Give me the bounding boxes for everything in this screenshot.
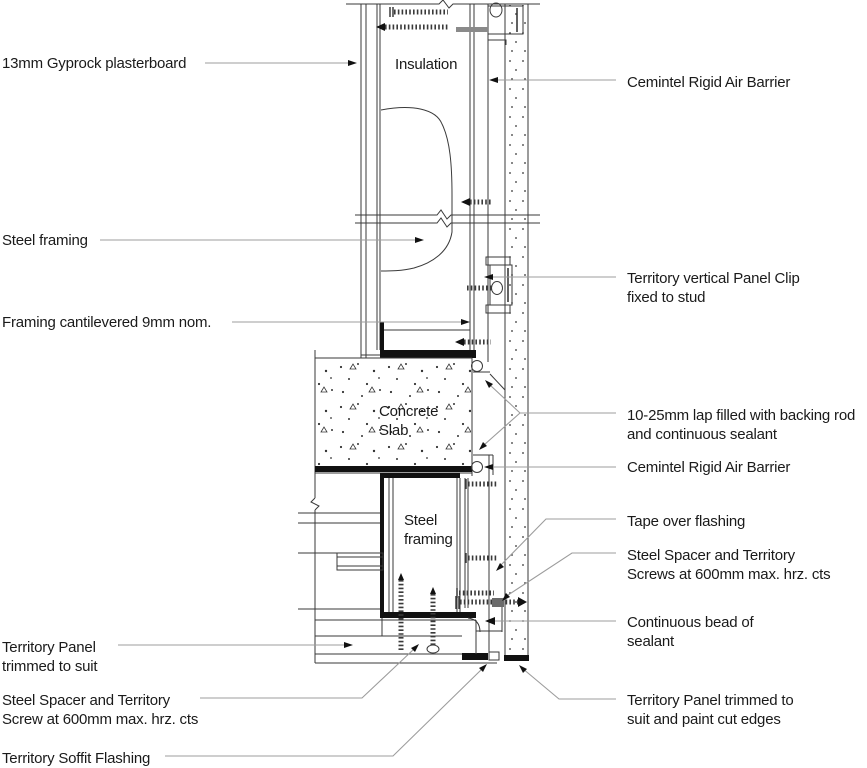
upper-wall-section xyxy=(346,0,540,362)
screw-icon xyxy=(456,588,494,598)
label-cemintel-air-barrier-upper: Cemintel Rigid Air Barrier xyxy=(627,74,791,91)
label-cemintel-air-barrier-lower: Cemintel Rigid Air Barrier xyxy=(627,459,791,476)
label-framing-cantilevered: Framing cantilevered 9mm nom. xyxy=(2,314,212,331)
label-territory-panel-paint: Territory Panel trimmed to suit and pain… xyxy=(627,692,794,728)
concrete-slab xyxy=(310,350,473,663)
screw-icon xyxy=(376,23,448,31)
sealant-bead xyxy=(467,617,481,633)
lower-wall-framing xyxy=(380,473,476,618)
screw-icon xyxy=(465,553,498,563)
screw-icon xyxy=(398,573,404,652)
label-concrete-slab: Concrete Slab xyxy=(379,403,439,439)
label-lap-backing-rod: 10-25mm lap filled with backing rod and … xyxy=(627,407,856,443)
screw-icon xyxy=(389,7,448,17)
label-steel-framing-lower: Steel framing xyxy=(404,512,453,548)
soffit-lining xyxy=(298,608,497,664)
screw-icon xyxy=(455,338,491,346)
ceiling-framing xyxy=(298,512,384,571)
spacer-screw-icon xyxy=(455,596,527,609)
territory-panel xyxy=(504,4,529,661)
top-panel-clip xyxy=(456,2,524,45)
label-gyprock-plasterboard: 13mm Gyprock plasterboard xyxy=(2,55,187,72)
label-tape-over-flashing: Tape over flashing xyxy=(627,513,746,530)
label-steel-spacer-screw: Steel Spacer and Territory Screw at 600m… xyxy=(2,692,199,728)
soffit-flashing xyxy=(462,607,503,661)
label-steel-framing-upper: Steel framing xyxy=(2,232,88,249)
screw-icon xyxy=(461,198,491,206)
label-continuous-bead: Continuous bead of sealant xyxy=(627,614,754,650)
label-steel-spacer-screws: Steel Spacer and Territory Screws at 600… xyxy=(627,547,831,583)
leader-lines xyxy=(100,60,616,757)
insulation-outline xyxy=(380,107,453,272)
panel-clip xyxy=(467,256,513,314)
screw-icon xyxy=(465,479,498,489)
label-insulation: Insulation xyxy=(395,56,458,73)
label-panel-clip: Territory vertical Panel Clip fixed to s… xyxy=(627,270,800,306)
panel-joint-backing-rod xyxy=(471,360,506,657)
label-territory-panel-trimmed: Territory Panel trimmed to suit xyxy=(2,639,98,675)
label-territory-soffit-flashing: Territory Soffit Flashing xyxy=(2,750,151,767)
